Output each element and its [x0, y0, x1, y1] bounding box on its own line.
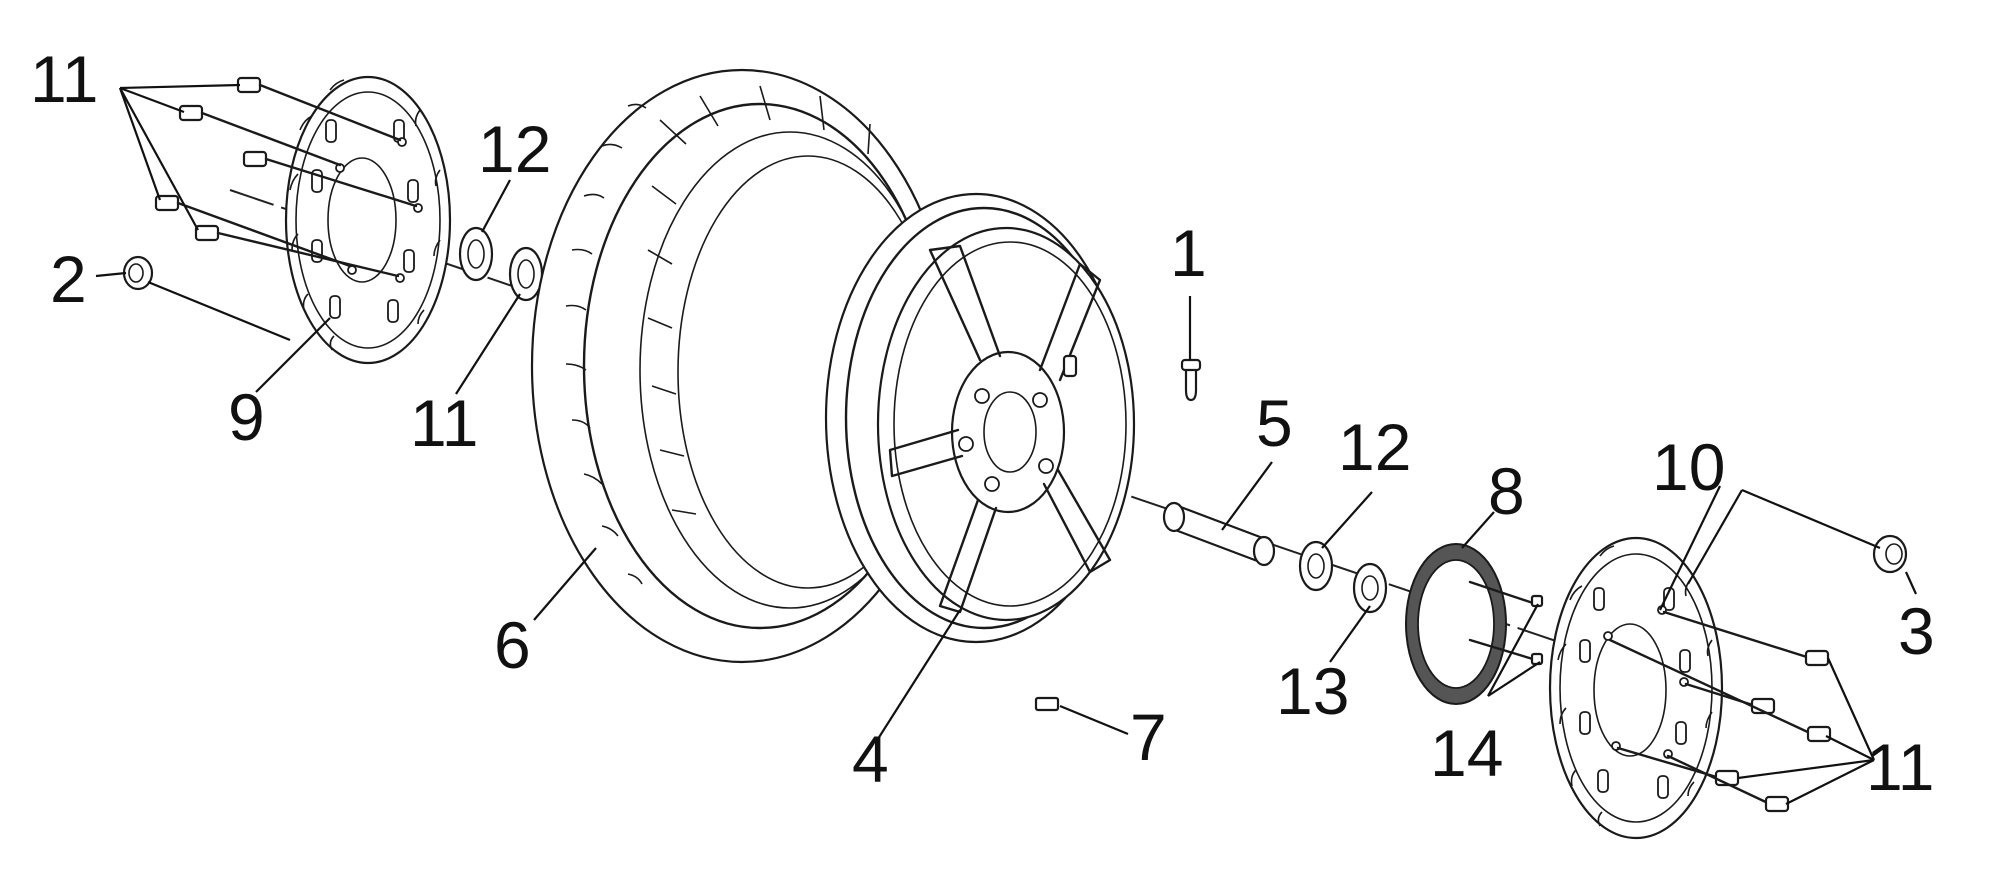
callout-9: 9: [228, 380, 265, 454]
right-bearing: [1352, 562, 1388, 614]
tone-ring-screws: [1468, 580, 1544, 666]
tire-valve: [1180, 358, 1202, 402]
callout-3: 3: [1898, 594, 1935, 668]
callout-12-right: 12: [1338, 410, 1411, 484]
callout-11-top-left: 11: [30, 42, 99, 116]
callout-8: 8: [1488, 454, 1525, 528]
left-brake-disc: [284, 75, 452, 365]
callout-14: 14: [1430, 716, 1503, 790]
rim: [824, 192, 1136, 644]
callout-12-left: 12: [478, 112, 551, 186]
callout-1: 1: [1170, 216, 1207, 290]
callout-2: 2: [50, 242, 87, 316]
speed-sensor-tone-ring: [1405, 543, 1507, 705]
right-brake-disc: [1548, 536, 1724, 840]
callout-5: 5: [1256, 386, 1293, 460]
axle-spacer-tube: [1162, 501, 1276, 567]
callout-11-left: 11: [410, 386, 479, 460]
leader-lines: [95, 83, 1918, 805]
callout-7: 7: [1130, 700, 1167, 774]
right-spacer-collar: [1872, 534, 1908, 574]
left-bearing: [508, 246, 544, 302]
left-disc-bolts: [154, 76, 418, 278]
callout-13: 13: [1276, 654, 1349, 728]
callout-labels: 11 2 9 12 11 6 4 7 1 5 12 13 8 14 10 3 1…: [30, 42, 1935, 804]
callout-6: 6: [494, 608, 531, 682]
callout-4: 4: [852, 722, 889, 796]
balance-weight: [1034, 696, 1060, 712]
callout-11-bottom-right: 11: [1866, 730, 1935, 804]
left-spacer-collar: [122, 255, 291, 342]
left-oil-seal: [458, 226, 494, 282]
right-oil-seal: [1298, 540, 1334, 592]
right-disc-bolts: [1608, 610, 1832, 813]
callout-10: 10: [1652, 430, 1725, 504]
